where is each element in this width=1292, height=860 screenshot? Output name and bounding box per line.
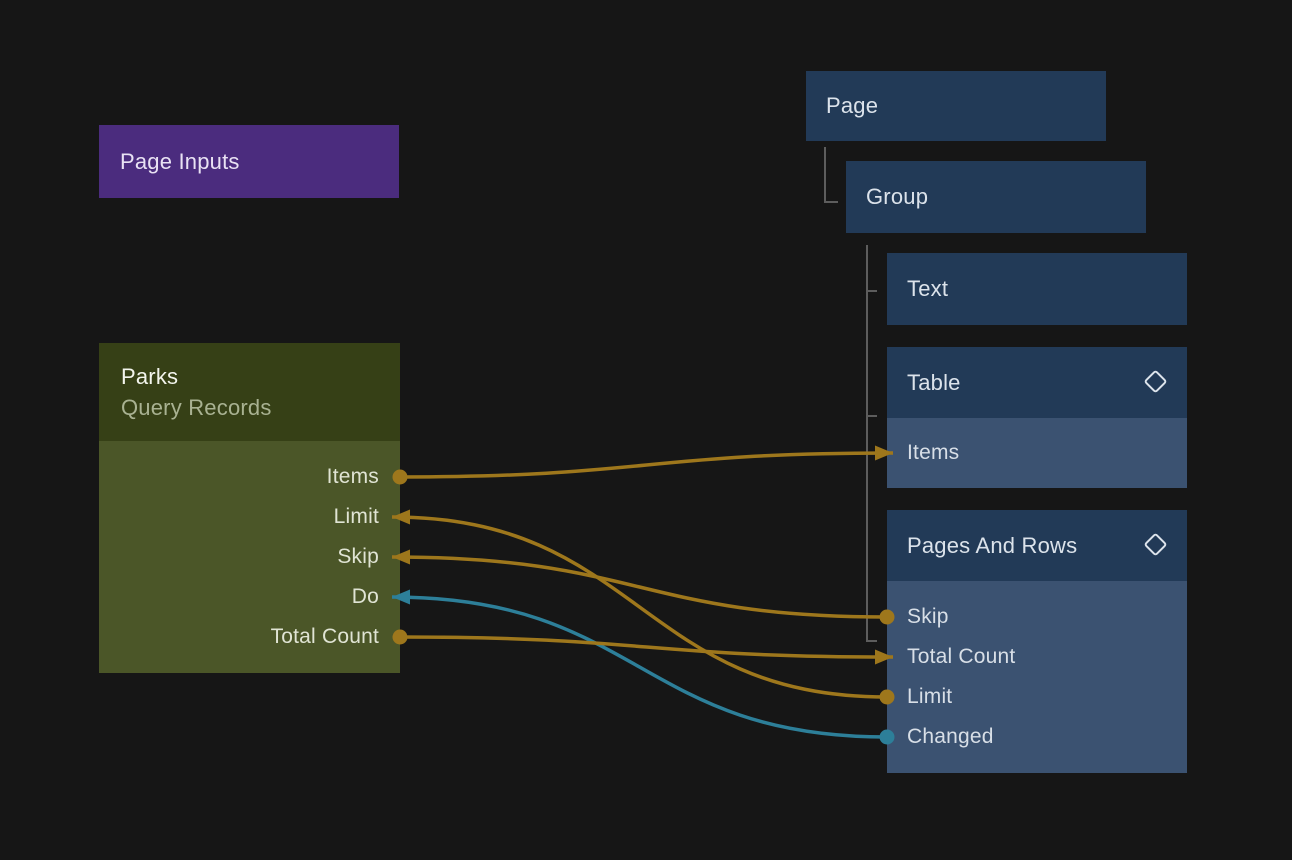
node-text[interactable]: Text	[887, 253, 1187, 325]
node-group[interactable]: Group	[846, 161, 1146, 233]
port-pages-and-rows-limit[interactable]: Limit	[907, 685, 953, 708]
node-group-title: Group	[866, 184, 929, 209]
tree-connector-page-to-group	[824, 147, 838, 203]
node-page[interactable]: Page	[806, 71, 1106, 141]
connection-parks-total-count-to-pages-and-rows-total-count[interactable]	[399, 635, 894, 659]
diamond-icon	[1143, 368, 1168, 394]
node-text-title: Text	[907, 276, 949, 301]
connection-pages-and-rows-limit-to-parks-limit[interactable]	[391, 515, 888, 699]
port-pages-and-rows-changed[interactable]: Changed	[907, 725, 994, 748]
port-pages-and-rows-skip[interactable]: Skip	[907, 605, 949, 628]
connection-pages-and-rows-skip-to-parks-skip[interactable]	[391, 555, 888, 619]
node-parks-header[interactable]: Parks Query Records	[99, 343, 400, 441]
port-parks-skip[interactable]: Skip	[337, 545, 379, 568]
node-parks-title: Parks	[121, 364, 179, 389]
connection-pages-and-rows-changed-to-parks-do[interactable]	[391, 595, 888, 739]
node-pages-and-rows[interactable]: Pages And Rows Skip Total Count Limit Ch…	[887, 510, 1187, 773]
table-row-items[interactable]: Items	[887, 418, 1187, 488]
node-pages-and-rows-title: Pages And Rows	[907, 532, 1078, 558]
port-parks-items[interactable]: Items	[326, 465, 379, 488]
tree-connector-group-children	[866, 245, 877, 642]
port-parks-do[interactable]: Do	[351, 585, 379, 608]
table-row-items-label: Items	[907, 441, 960, 464]
node-table-header[interactable]: Table	[887, 347, 1187, 418]
node-page-inputs[interactable]: Page Inputs	[99, 125, 399, 198]
node-page-inputs-title: Page Inputs	[120, 148, 240, 174]
node-pages-and-rows-header[interactable]: Pages And Rows	[887, 510, 1187, 581]
node-page-title: Page	[826, 93, 879, 118]
node-parks[interactable]: Parks Query Records Items Limit Skip Do …	[99, 343, 400, 673]
connection-parks-items-to-table-items[interactable]	[399, 451, 894, 479]
node-table-title: Table	[907, 369, 961, 395]
port-parks-limit[interactable]: Limit	[333, 505, 379, 528]
node-table[interactable]: Table Items	[887, 347, 1187, 488]
diamond-icon	[1143, 531, 1168, 557]
node-parks-subtitle: Query Records	[121, 395, 272, 420]
port-parks-total-count[interactable]: Total Count	[270, 625, 379, 648]
port-pages-and-rows-total-count[interactable]: Total Count	[907, 645, 1016, 668]
node-pages-and-rows-body: Skip Total Count Limit Changed	[887, 581, 1187, 773]
node-parks-body: Items Limit Skip Do Total Count	[99, 441, 400, 673]
